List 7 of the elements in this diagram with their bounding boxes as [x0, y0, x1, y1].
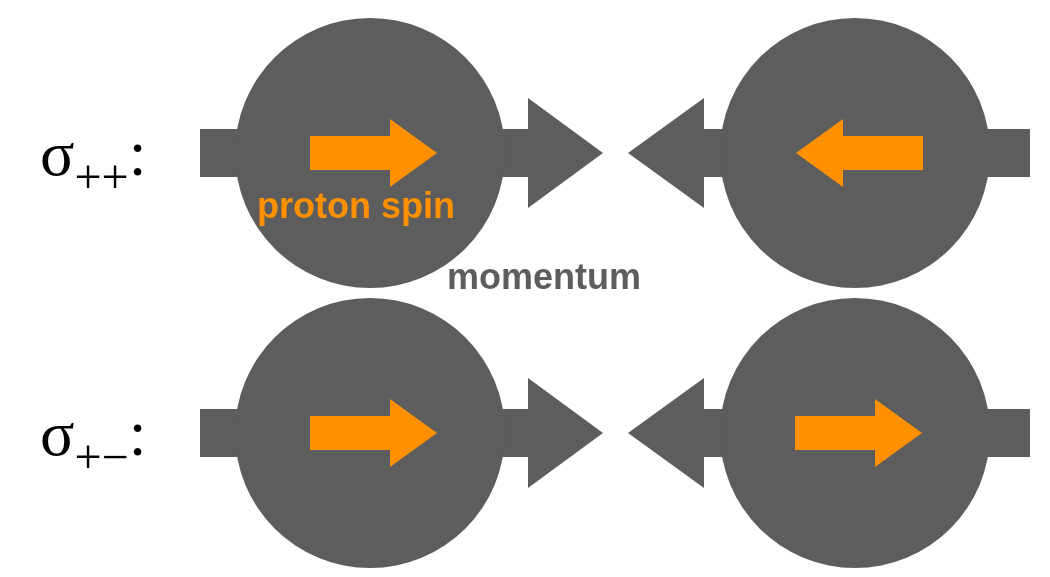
cross-section-label: σ$_{++}$:	[40, 122, 147, 205]
spin-label: proton spin	[257, 185, 455, 227]
proton-circle	[235, 298, 505, 568]
cross-section-label: σ$_{+−}$:	[40, 402, 147, 485]
proton-circle	[720, 298, 990, 568]
momentum-label: momentum	[447, 256, 641, 298]
proton-circle	[720, 18, 990, 288]
